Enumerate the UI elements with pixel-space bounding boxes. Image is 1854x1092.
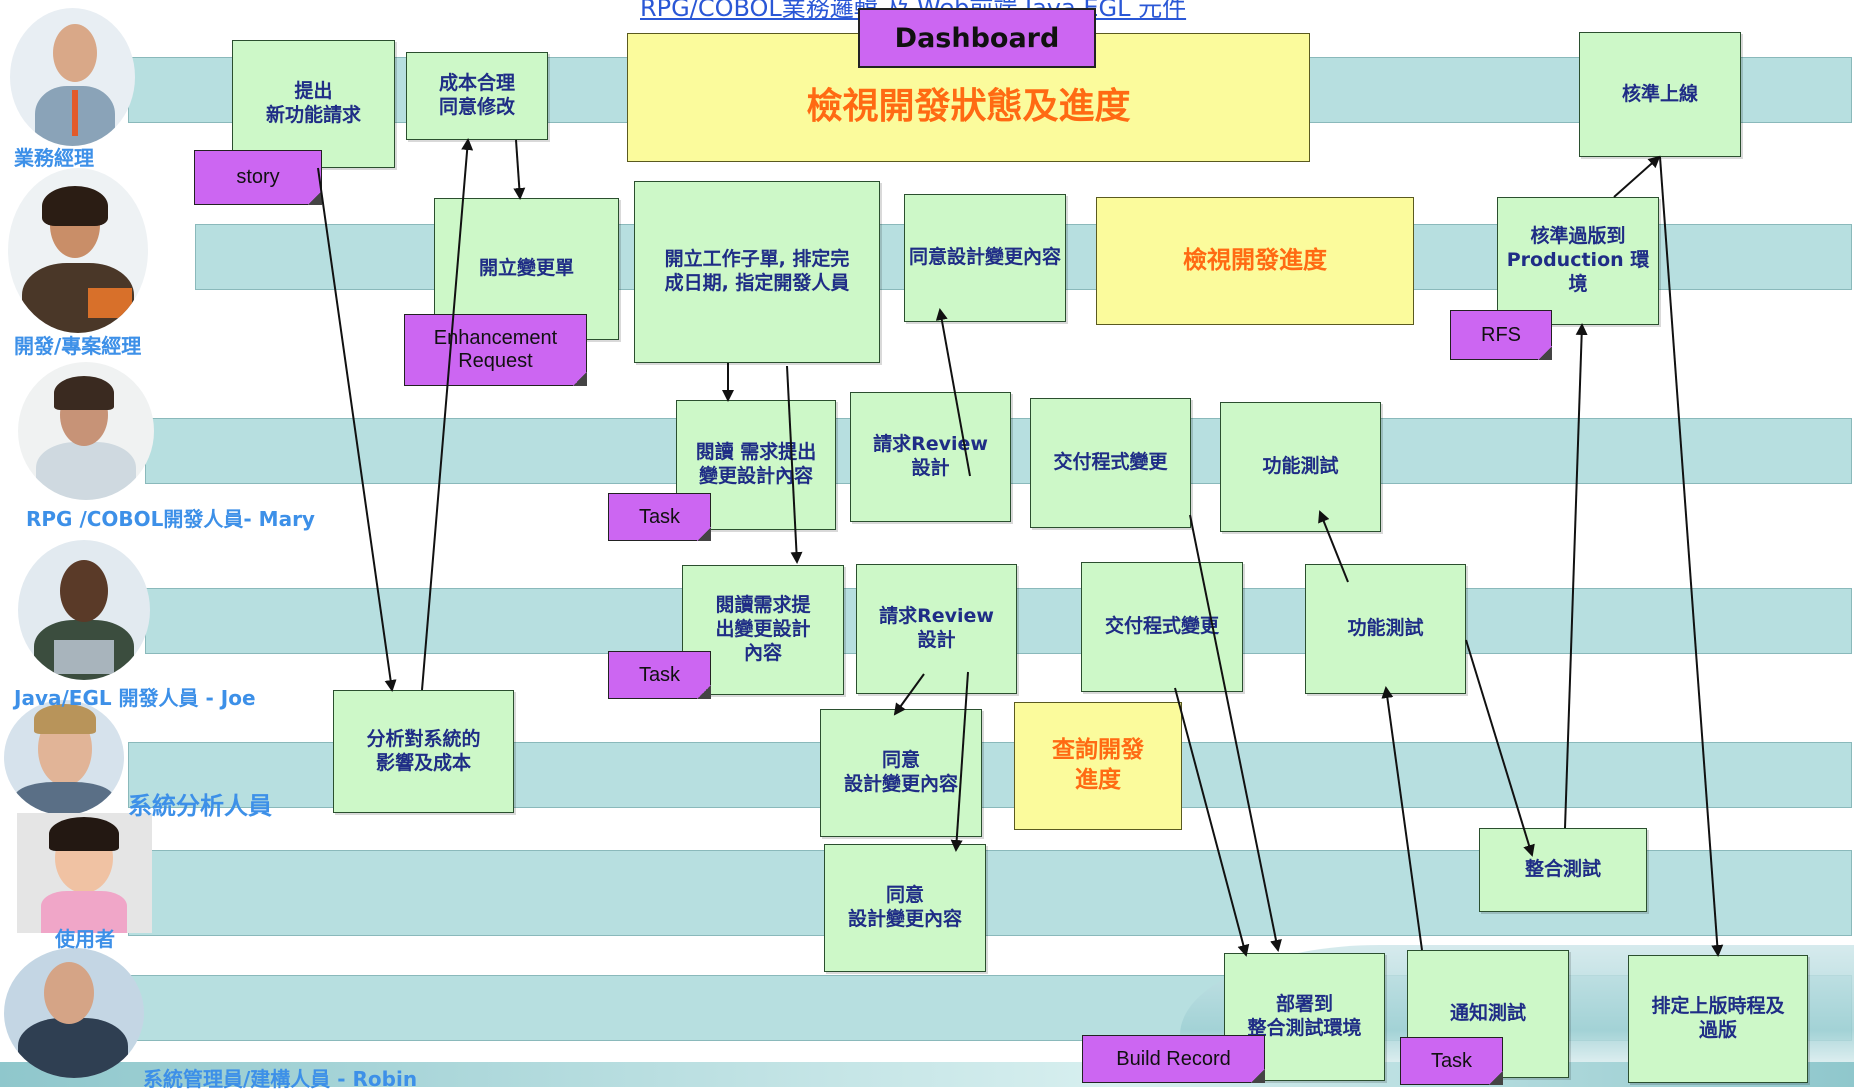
step-sa-agree-design: 同意 設計變更內容 xyxy=(820,709,982,837)
role-label-project-manager: 開發/專案經理 xyxy=(14,334,142,358)
step-query-progress: 查詢開發 進度 xyxy=(1014,702,1182,830)
arrow-mary-review-to-pm xyxy=(935,308,971,477)
role-label-business-manager: 業務經理 xyxy=(14,146,94,170)
tag-task-mary: Task xyxy=(608,493,711,541)
role-label-rpg-developer: RPG /COBOL開發人員- Mary xyxy=(26,507,315,531)
avatar-system-analyst xyxy=(4,700,124,815)
step-schedule-release: 排定上版時程及 過版 xyxy=(1628,955,1808,1083)
role-label-user: 使用者 xyxy=(55,927,115,951)
step-analyze-impact: 分析對系統的 影響及成本 xyxy=(333,690,514,813)
avatar-user xyxy=(17,813,152,933)
arrow-approve-to-schedule xyxy=(1659,156,1724,957)
arrow-work-order-to-joe xyxy=(786,365,803,564)
step-approve-to-production: 核準過版到 Production 環境 xyxy=(1497,197,1659,325)
arrow-notify-to-joe-test xyxy=(1381,686,1423,951)
tag-task-joe: Task xyxy=(608,651,711,699)
step-user-agree-design: 同意 設計變更內容 xyxy=(824,844,986,972)
avatar-business-manager xyxy=(10,8,135,146)
tag-build-record: Build Record xyxy=(1082,1035,1265,1083)
role-label-system-analyst: 系統分析人員 xyxy=(128,792,272,820)
arrow-propose-to-analyze xyxy=(317,167,397,692)
step-propose-request: 提出 新功能請求 xyxy=(232,40,395,168)
step-cost-approve: 成本合理 同意修改 xyxy=(406,52,548,140)
step-mary-request-review: 請求Review 設計 xyxy=(850,392,1011,522)
step-open-work-order: 開立工作子單, 排定完 成日期, 指定開發人員 xyxy=(634,181,880,363)
step-integration-test: 整合測試 xyxy=(1479,828,1647,912)
arrow-joe-deliver-to-deploy xyxy=(1174,687,1250,957)
dashboard-main-text: 檢視開發狀態及進度 xyxy=(806,86,1131,128)
step-review-progress: 檢視開發進度 xyxy=(1096,197,1414,325)
tag-rfs: RFS xyxy=(1450,310,1552,360)
arrow-joe-review-to-user xyxy=(950,671,969,852)
arrow-production-to-approve xyxy=(1613,155,1661,198)
step-joe-deliver-change: 交付程式變更 xyxy=(1081,562,1243,692)
step-mary-function-test: 功能測試 xyxy=(1220,402,1381,532)
dashboard-title: Dashboard xyxy=(858,8,1096,68)
tag-enhancement-request: Enhancement Request xyxy=(404,314,587,386)
avatar-java-developer xyxy=(18,540,150,680)
avatar-project-manager xyxy=(8,168,148,333)
arrow-joe-test-to-mary-test xyxy=(1318,510,1349,583)
avatar-rpg-developer xyxy=(18,362,154,500)
step-mary-deliver-change: 交付程式變更 xyxy=(1030,398,1191,528)
arrow-cost-to-change-order xyxy=(513,139,526,200)
step-joe-request-review: 請求Review 設計 xyxy=(856,564,1017,694)
arrow-joe-test-to-integration xyxy=(1465,639,1535,857)
tag-task-robin: Task xyxy=(1400,1037,1503,1085)
tag-story: story xyxy=(194,150,322,205)
arrow-joe-review-to-sa xyxy=(893,673,925,716)
avatar-admin xyxy=(4,948,144,1078)
step-agree-design-pm: 同意設計變更內容 xyxy=(904,194,1066,322)
role-label-java-developer: Java/EGL 開發人員 - Joe xyxy=(14,686,256,710)
arrow-integration-to-production xyxy=(1564,323,1588,829)
step-joe-read-requirement: 閱讀需求提 出變更設計 內容 xyxy=(682,565,844,695)
arrow-analyze-to-cost xyxy=(421,138,474,691)
arrow-mary-deliver-to-deploy xyxy=(1189,514,1282,952)
